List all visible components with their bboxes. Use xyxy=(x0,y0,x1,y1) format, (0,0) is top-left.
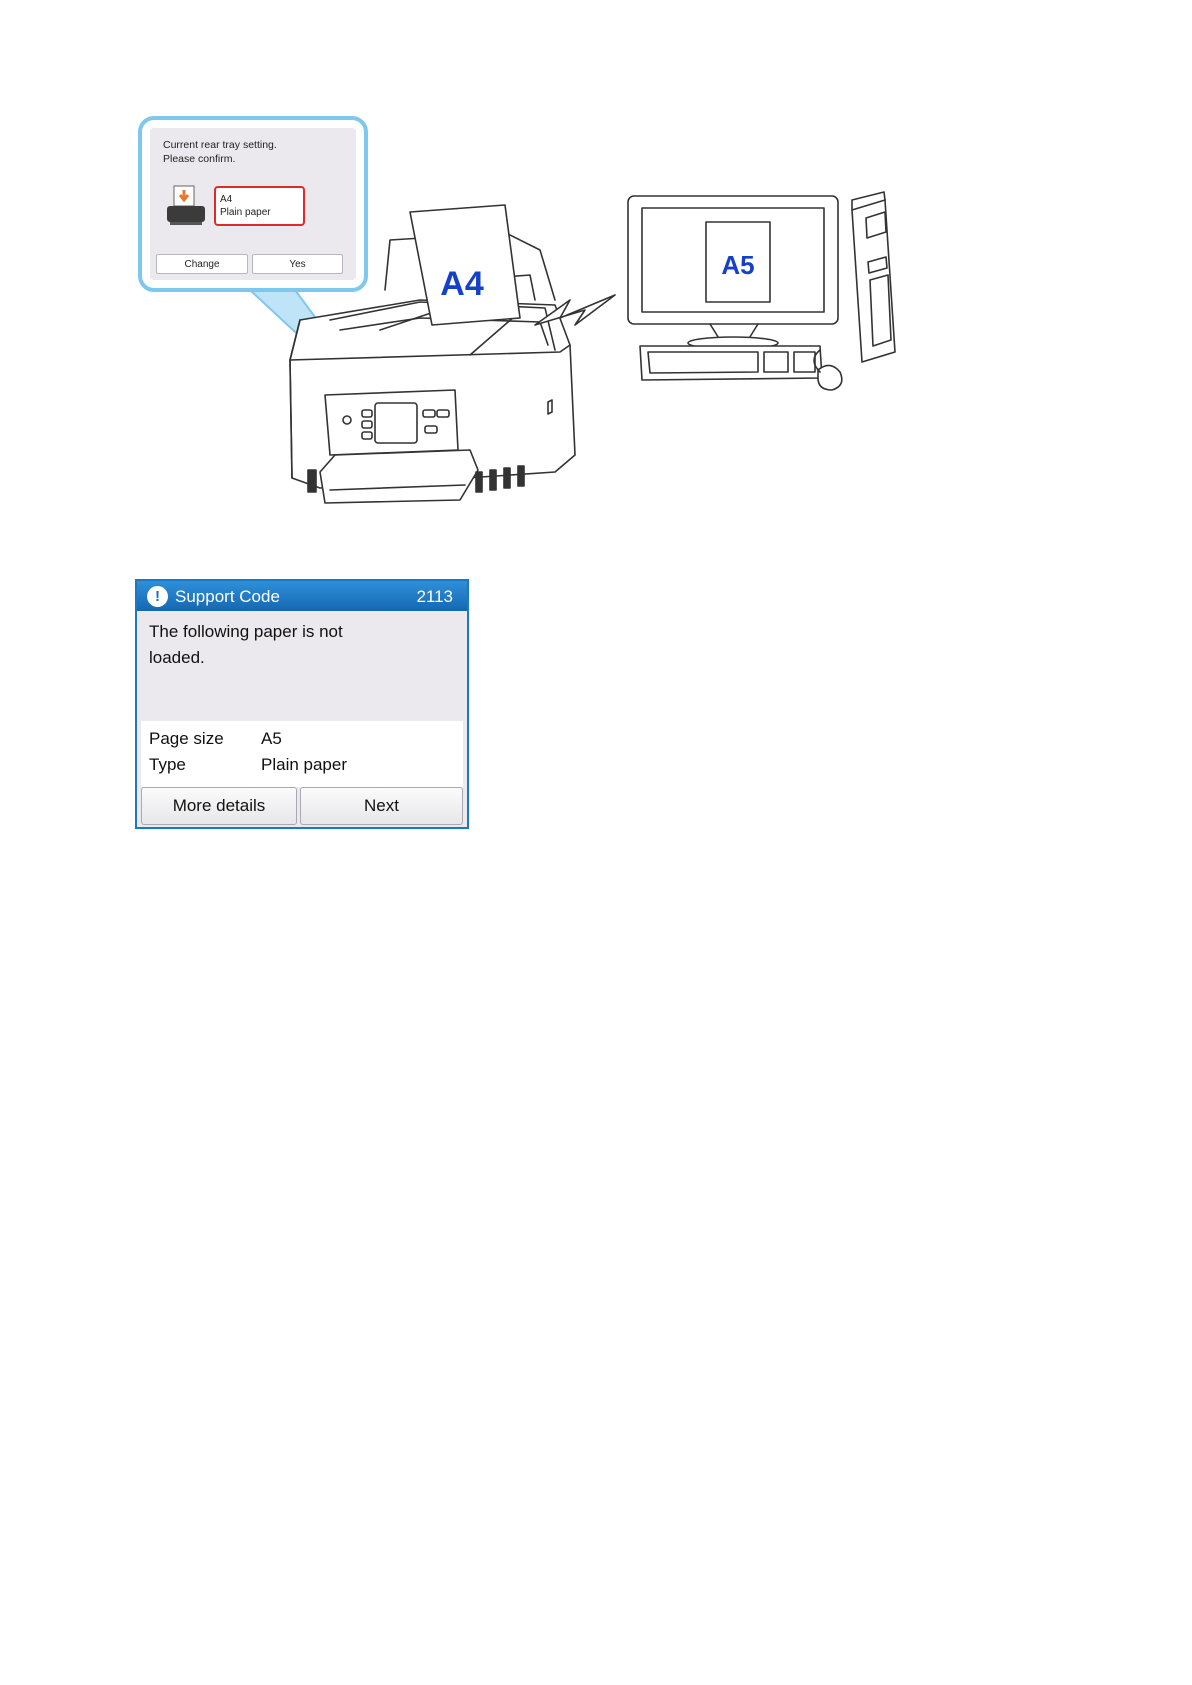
paper-info-panel: Page size A5 Type Plain paper xyxy=(141,721,463,787)
exclamation-icon: ! xyxy=(147,586,168,607)
next-button[interactable]: Next xyxy=(300,787,463,825)
callout-screen: Current rear tray setting. Please confir… xyxy=(150,128,356,280)
info-value: A5 xyxy=(261,729,282,749)
callout-message-line-1: Current rear tray setting. xyxy=(163,138,363,152)
callout-message-line-2: Please confirm. xyxy=(163,152,363,166)
yes-button[interactable]: Yes xyxy=(252,254,343,274)
info-value: Plain paper xyxy=(261,755,347,775)
computer xyxy=(628,192,895,390)
monitor-paper-label: A5 xyxy=(721,250,754,280)
support-code-number: 2113 xyxy=(416,587,453,607)
paper-type-value: Plain paper xyxy=(220,206,303,219)
info-key: Type xyxy=(149,755,259,775)
paper-size-value: A4 xyxy=(220,193,303,206)
rear-tray-icon xyxy=(164,184,208,228)
printer-screen-callout: Current rear tray setting. Please confir… xyxy=(138,116,368,292)
more-details-button[interactable]: More details xyxy=(141,787,297,825)
support-code-screen: ! Support Code 2113 The following paper … xyxy=(135,579,469,829)
callout-message: Current rear tray setting. Please confir… xyxy=(163,138,363,166)
support-message-line-2: loaded. xyxy=(149,645,449,671)
support-title: Support Code xyxy=(175,587,280,607)
change-button[interactable]: Change xyxy=(156,254,248,274)
printer-paper-label: A4 xyxy=(440,265,484,303)
paper-setting-box: A4 Plain paper xyxy=(214,186,305,226)
support-message: The following paper is not loaded. xyxy=(149,619,449,671)
support-message-line-1: The following paper is not xyxy=(149,619,449,645)
info-key: Page size xyxy=(149,729,259,749)
support-header: ! Support Code 2113 xyxy=(137,581,467,611)
